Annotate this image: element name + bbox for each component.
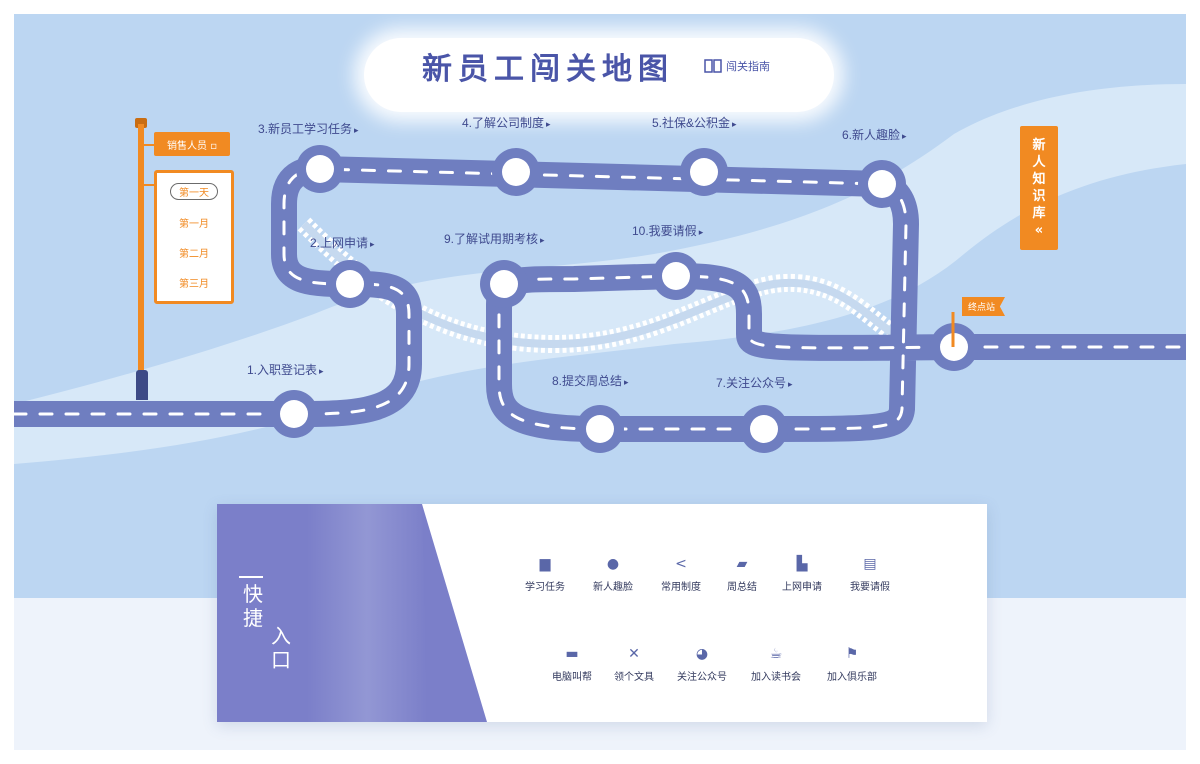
shortcut-network-request[interactable]: ▙ 上网申请 — [782, 556, 822, 593]
node-label-7[interactable]: 7.关注公众号▸ — [716, 376, 793, 390]
arrow-right-icon: ▸ — [788, 379, 793, 389]
arrow-right-icon: ▸ — [354, 125, 359, 135]
node-rings — [270, 145, 978, 453]
node-label-5[interactable]: 5.社保&公积金▸ — [652, 116, 737, 130]
share-icon: < — [675, 556, 687, 572]
road-node-center — [750, 415, 778, 443]
road-node-center — [306, 155, 334, 183]
arrow-right-icon: ▸ — [546, 119, 551, 129]
node-label-4[interactable]: 4.了解公司制度▸ — [462, 116, 551, 130]
guide-label: 闯关指南 — [726, 60, 770, 73]
period-month3[interactable]: 第三月 — [179, 279, 209, 290]
arrow-right-icon: ▸ — [624, 377, 629, 387]
shortcut-it-help[interactable]: ▬ 电脑叫帮 — [552, 646, 592, 683]
book-icon: ▆ — [539, 556, 551, 572]
road-node-center — [662, 262, 690, 290]
node-label-6[interactable]: 6.新人趣脸▸ — [842, 128, 907, 142]
arrow-right-icon: ▸ — [370, 239, 375, 249]
double-chevron-icon: « — [1034, 223, 1044, 238]
book-icon — [704, 59, 722, 73]
flag-icon: ⚑ — [845, 646, 859, 662]
tools-icon: ✕ — [628, 646, 640, 662]
quick-entry-panel: 快 捷 入 口 ▆ 学习任务 ● 新人趣脸 < 常用制度 ▰ 周总结 ▙ 上网申… — [217, 504, 987, 722]
node-label-3[interactable]: 3.新员工学习任务▸ — [258, 122, 359, 136]
shortcut-leave[interactable]: ▤ 我要请假 — [850, 556, 890, 593]
end-flag[interactable]: 终点站 — [962, 297, 1006, 316]
period-month1[interactable]: 第一月 — [179, 219, 209, 230]
monitor-icon: ▬ — [565, 646, 579, 662]
reading-icon: ☕ — [769, 646, 783, 662]
road-node-center — [336, 270, 364, 298]
arrow-right-icon: ▸ — [732, 119, 737, 129]
node-label-8[interactable]: 8.提交周总结▸ — [552, 374, 629, 388]
arrow-right-icon: ▸ — [319, 366, 324, 376]
road-node-center — [490, 270, 518, 298]
signpost-base — [136, 370, 148, 400]
user-desk-icon: ▙ — [796, 556, 808, 572]
map-scene: 新员工闯关地图 闯关指南 销售人员 ▫ 第一天 第一月 第二月 第三月 1.入职… — [14, 14, 1186, 750]
shortcut-club[interactable]: ⚑ 加入俱乐部 — [827, 646, 877, 683]
road-node-center — [280, 400, 308, 428]
knowledge-base-tab[interactable]: 新 人 知 识 库 « — [1020, 126, 1058, 250]
title-cloud — [364, 38, 834, 112]
signpost-arm — [144, 184, 156, 186]
signpost-cap — [135, 118, 147, 128]
road-node-center — [690, 158, 718, 186]
node-label-2[interactable]: 2.上网申请▸ — [310, 236, 375, 250]
arrow-right-icon: ▸ — [540, 235, 545, 245]
period-day1[interactable]: 第一天 — [170, 183, 218, 200]
guide-link[interactable]: 闯关指南 — [704, 58, 770, 74]
page-title: 新员工闯关地图 — [422, 52, 674, 87]
face-icon: ● — [606, 556, 620, 572]
role-select[interactable]: 销售人员 ▫ — [154, 132, 230, 156]
road — [14, 156, 1186, 442]
signpost-pole — [138, 124, 144, 380]
form-icon: ▤ — [863, 556, 877, 572]
shortcut-stationery[interactable]: ✕ 领个文具 — [614, 646, 654, 683]
node-label-9[interactable]: 9.了解试用期考核▸ — [444, 232, 545, 246]
period-board: 第一天 第一月 第二月 第三月 — [154, 170, 234, 304]
shortcut-study-task[interactable]: ▆ 学习任务 — [525, 556, 565, 593]
signpost-arm — [144, 144, 156, 146]
shortcut-weekly-summary[interactable]: ▰ 周总结 — [727, 556, 757, 593]
document-icon: ▰ — [736, 556, 748, 572]
shortcut-reading-club[interactable]: ☕ 加入读书会 — [751, 646, 801, 683]
road-map — [14, 84, 1186, 464]
road-node-center — [868, 170, 896, 198]
road-node-center — [502, 158, 530, 186]
shortcut-wechat[interactable]: ◕ 关注公众号 — [677, 646, 727, 683]
road-node-center — [586, 415, 614, 443]
shortcut-new-face[interactable]: ● 新人趣脸 — [593, 556, 633, 593]
arrow-right-icon: ▸ — [902, 131, 907, 141]
wechat-icon: ◕ — [695, 646, 709, 662]
shortcut-policies[interactable]: < 常用制度 — [661, 556, 701, 593]
period-month2[interactable]: 第二月 — [179, 249, 209, 260]
node-label-1[interactable]: 1.入职登记表▸ — [247, 363, 324, 377]
node-label-10[interactable]: 10.我要请假▸ — [632, 224, 704, 238]
arrow-right-icon: ▸ — [698, 227, 704, 237]
